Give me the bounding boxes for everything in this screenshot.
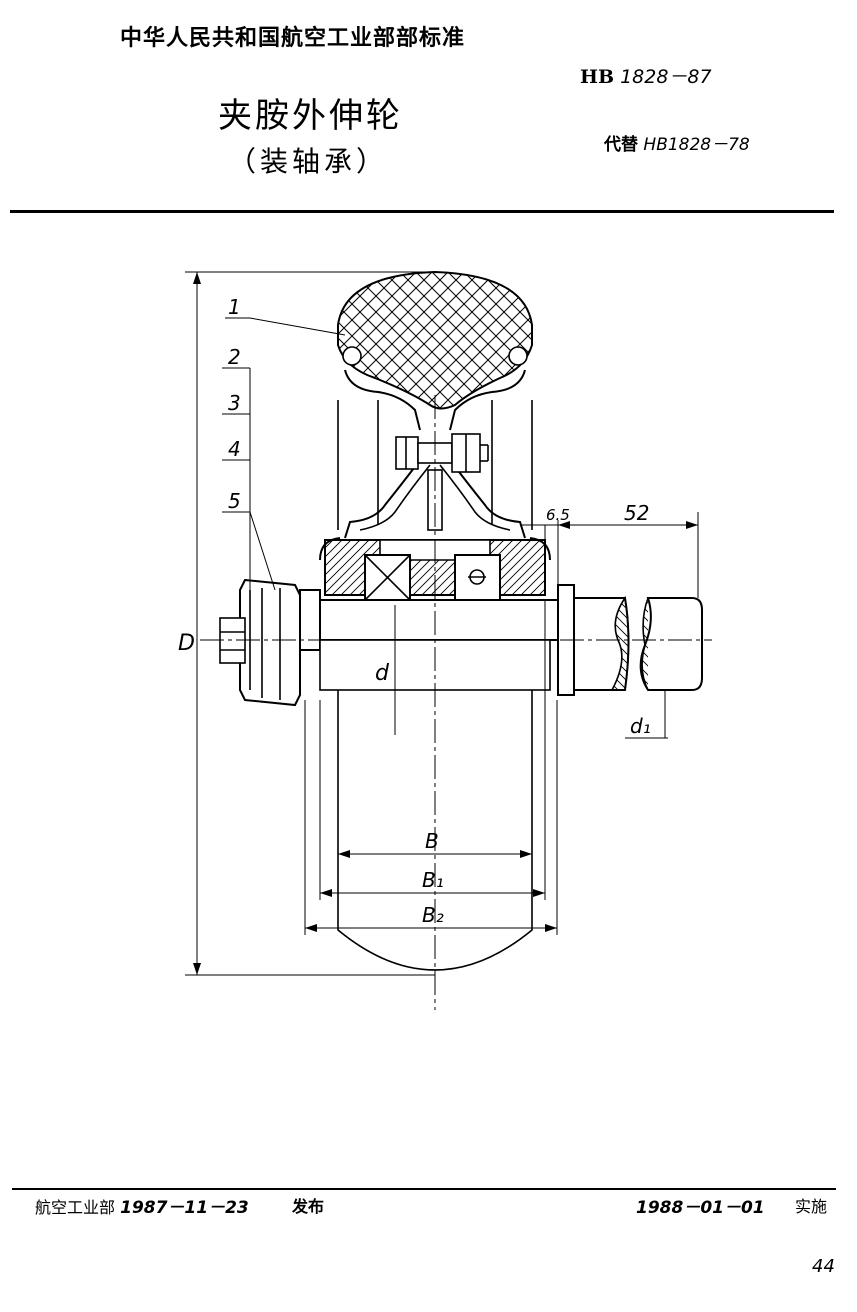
shaft-end [639, 597, 703, 691]
issuer-name: 航空工业部 [35, 1198, 116, 1217]
issue-date: 1987－11－23 [120, 1198, 249, 1218]
bead-left [342, 346, 362, 366]
castle-nut [239, 578, 301, 707]
rim-right [449, 369, 526, 431]
issue-label: 发布 [292, 1197, 325, 1216]
axle [294, 599, 561, 641]
dim-label-B: B [425, 829, 439, 853]
disc-right-inner [439, 464, 511, 531]
organization-heading: 中华人民共和国航空工业部部标准 [120, 26, 466, 51]
side-plate-right [491, 400, 533, 530]
dim-label-B2: B₂ [422, 903, 444, 927]
part-label-2: 2 [228, 345, 241, 369]
effective-label: 实施 [795, 1197, 828, 1216]
rim-left [344, 369, 421, 431]
dim-label-gap: 6.5 [546, 506, 570, 524]
tire-section [337, 270, 533, 410]
axle-collar-left [299, 589, 321, 651]
wheel-side-body [337, 605, 533, 971]
hub-outline [319, 537, 551, 561]
dim-label-D: D [178, 631, 195, 656]
dim-label-d: d [375, 661, 390, 686]
replaces-standard: 代替 HB1828－78 [604, 130, 750, 155]
shaft-break [610, 595, 630, 691]
standard-prefix: HB [580, 66, 615, 88]
replaces-label: 代替 [604, 135, 638, 155]
standard-number: 1828－87 [620, 66, 712, 88]
wheel-drawing: 1 2 3 4 5 D d B B₁ B₂ d₁ 6.5 52 [178, 270, 712, 1010]
replaces-number: HB1828－78 [643, 135, 750, 155]
page-number: 44 [812, 1256, 835, 1277]
disc-left-inner [359, 464, 431, 531]
document-title: 夹胺外伸轮 [218, 96, 403, 136]
dim-label-d1: d₁ [630, 714, 651, 738]
part-label-4: 4 [228, 437, 241, 461]
disc-left [344, 459, 421, 539]
header-rule [10, 210, 834, 213]
bead-right [508, 346, 528, 366]
disc-right [449, 459, 526, 539]
part-label-1: 1 [228, 295, 241, 319]
document-subtitle: （装轴承） [228, 145, 389, 178]
effective-date-value: 1988－01－01 [636, 1198, 765, 1218]
footer-issuer: 航空工业部 1987－11－23 [35, 1193, 249, 1218]
part-label-5: 5 [228, 489, 241, 513]
dim-label-shaft: 52 [624, 501, 649, 525]
bolt-head-left [395, 436, 419, 470]
dim-label-B1: B₁ [422, 868, 444, 892]
effective-date: 1988－01－01 [636, 1193, 765, 1218]
footer-rule [12, 1188, 836, 1190]
part-label-3: 3 [228, 391, 241, 415]
standard-code: HB 1828－87 [580, 62, 712, 89]
side-plate-left [337, 400, 379, 530]
